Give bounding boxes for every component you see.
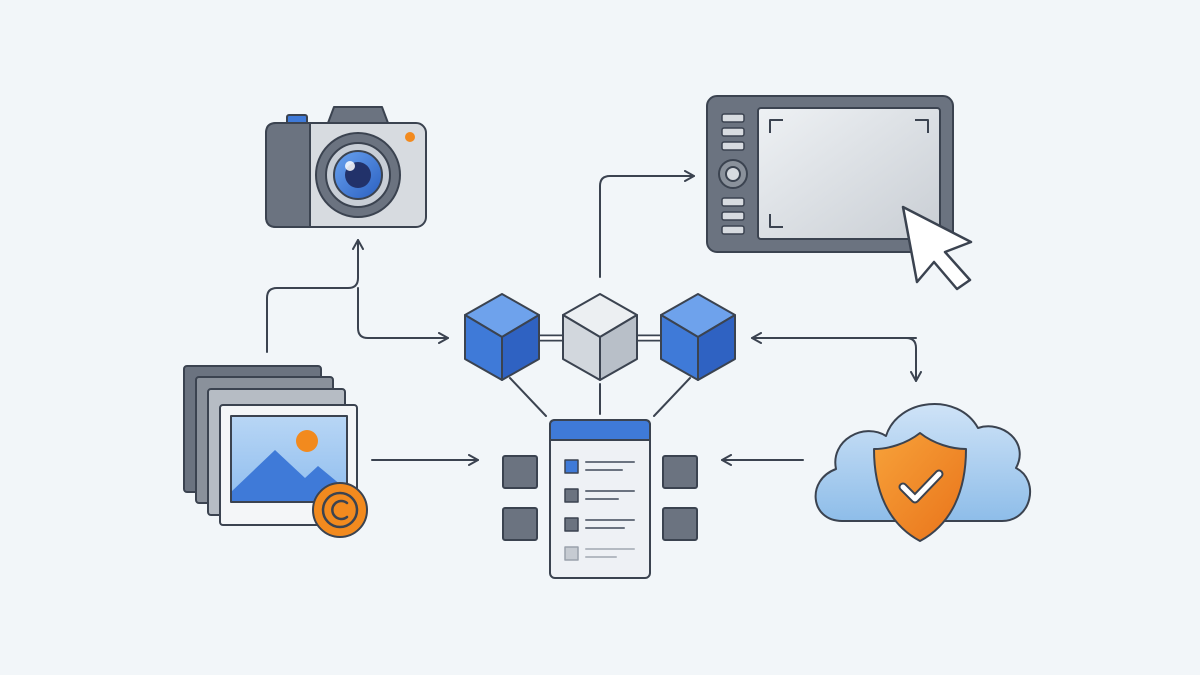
connector-arrows xyxy=(266,170,922,466)
cube-right-icon xyxy=(660,293,736,381)
arrow-camera-to-blockchain xyxy=(357,287,449,344)
graphics-tablet-icon xyxy=(706,95,954,253)
cube-left-icon xyxy=(464,293,540,381)
shield-icon xyxy=(873,432,967,542)
connector-cube-right-registry xyxy=(653,377,691,417)
document-list-icon xyxy=(502,419,698,579)
arrow-blockchain-to-tablet xyxy=(599,170,695,278)
connector-cube-left-registry xyxy=(509,377,547,417)
camera-icon xyxy=(265,106,427,228)
cube-center-icon xyxy=(562,293,638,381)
cursor-arrow-icon xyxy=(901,205,973,291)
arrow-blockchain-to-cloud xyxy=(905,337,922,382)
arrow-images-to-camera xyxy=(266,239,364,353)
copyright-icon xyxy=(312,482,368,538)
cloud-shield-icon xyxy=(814,403,1032,542)
